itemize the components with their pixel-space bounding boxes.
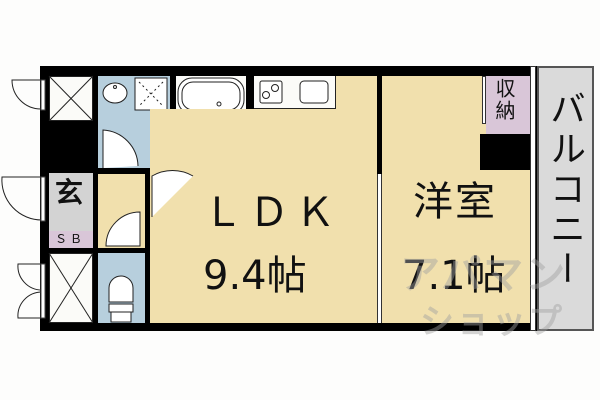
wall-toilet-top	[98, 248, 150, 253]
shoe-box-label: ＳＢ	[55, 232, 86, 246]
ldk-label: ＬＤＫ	[203, 190, 341, 236]
toilet-door-icon	[105, 211, 141, 247]
ldk-door-icon	[151, 170, 194, 217]
outer-wall-bottom	[40, 323, 537, 331]
storage	[486, 76, 530, 134]
washbasin-icon	[102, 82, 128, 104]
entrance-label: 玄	[55, 176, 84, 209]
ldk-kitchen-area	[336, 76, 377, 116]
wall-block-left	[49, 121, 97, 173]
entrance	[49, 173, 93, 231]
front-door-entrance-icon	[1, 176, 46, 222]
ldk-room	[150, 109, 377, 323]
closet-lower-cross-icon	[48, 252, 94, 324]
washroom-door-icon	[102, 129, 139, 168]
front-door-upper-icon	[11, 79, 46, 111]
balcony	[537, 66, 594, 331]
toilet-icon	[108, 275, 134, 323]
shoe-box	[49, 231, 93, 248]
ldk-size: 9.4帖	[203, 253, 307, 299]
bathtub-icon	[177, 77, 245, 115]
balcony-window[interactable]	[530, 66, 536, 331]
shower-drain-icon	[134, 77, 168, 111]
stove-icon	[259, 80, 283, 104]
western-room-label: 洋室	[413, 179, 497, 225]
watermark-line-2: ショップ	[420, 302, 564, 342]
wall-washroom-bottom	[98, 168, 180, 174]
sliding-partition[interactable]	[377, 174, 382, 323]
wall-ldk-western-top	[377, 76, 382, 174]
western-room-size: 7.1帖	[402, 253, 506, 299]
closet-upper-cross-icon	[48, 75, 94, 122]
balcony-label: バルコニー	[544, 90, 585, 290]
storage-wall-block	[480, 134, 530, 170]
wall-entrance-divider	[49, 248, 97, 253]
storage-door[interactable]	[482, 76, 486, 124]
wall-left-column	[93, 76, 98, 323]
watermark-line-1: アパマン	[400, 252, 568, 298]
outer-wall-top	[40, 66, 537, 76]
double-door-lower-icon	[17, 263, 46, 319]
sink-icon	[299, 80, 329, 104]
storage-label: 収納	[492, 78, 516, 122]
